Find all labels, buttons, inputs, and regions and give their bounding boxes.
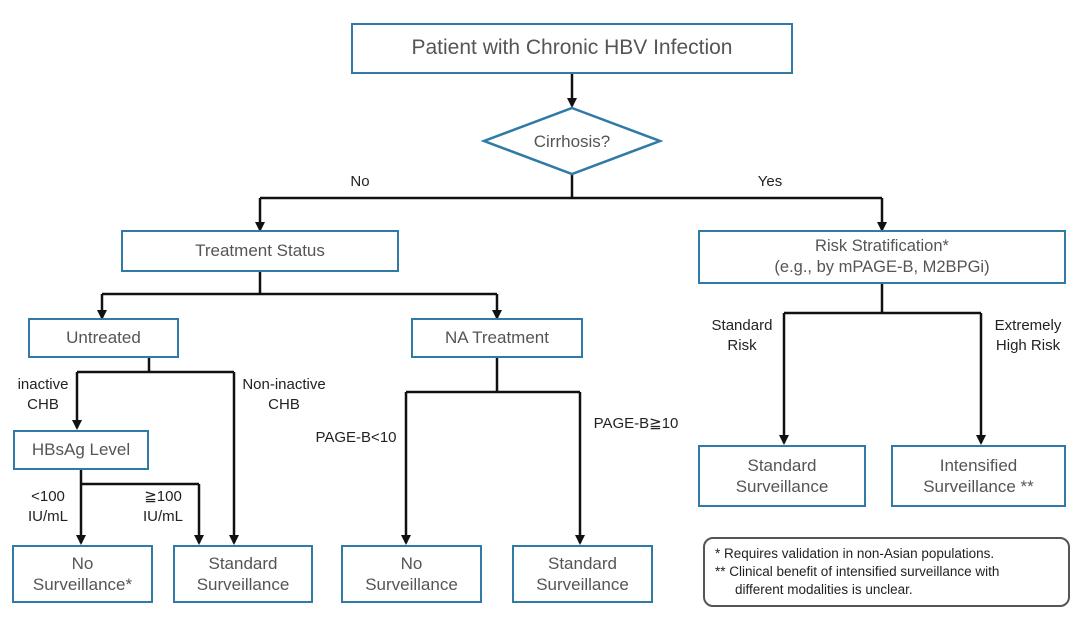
treatment-status-box: Treatment Status [121,230,399,272]
untreated-box: Untreated [28,318,179,358]
standard-risk-label: Standard Risk [711,317,773,354]
top-box: Patient with Chronic HBV Infection [351,23,793,74]
ge100-label: ≧100 IU/mL [142,488,183,525]
branch-yes-label: Yes [757,173,783,190]
outcome-standard-surveillance-2: Standard Surveillance [512,545,653,603]
cirrhosis-diamond [480,106,664,176]
footnote-line-3: different modalities is unclear. [735,582,913,598]
pageb-ge10-label: PAGE-B≧10 [593,415,679,432]
risk-stratification-box: Risk Stratification* (e.g., by mPAGE-B, … [698,230,1066,284]
inactive-chb-label: inactive CHB [17,376,69,413]
outcome-standard-surveillance-3: Standard Surveillance [698,445,866,507]
pageb-lt10-label: PAGE-B<10 [315,429,397,446]
footnote-line-2: ** Clinical benefit of intensified surve… [715,564,1000,580]
footnote-line-1: * Requires validation in non-Asian popul… [715,546,995,561]
footnote-box: * Requires validation in non-Asian popul… [703,537,1070,607]
top-text: Patient with Chronic HBV Infection [411,36,733,60]
non-inactive-chb-label: Non-inactive CHB [242,376,326,413]
decision-text: Cirrhosis? [533,132,611,151]
branch-no-label: No [350,173,370,190]
na-treatment-box: NA Treatment [411,318,583,358]
outcome-no-surveillance-star: No Surveillance* [12,545,153,603]
outcome-standard-surveillance-1: Standard Surveillance [173,545,313,603]
hbsag-level-box: HBsAg Level [13,430,149,470]
outcome-intensified-surveillance: Intensified Surveillance ** [891,445,1066,507]
lt100-label: <100 IU/mL [27,488,68,525]
decision-label: Cirrhosis? [484,131,660,153]
extremely-high-risk-label: Extremely High Risk [994,317,1062,354]
outcome-no-surveillance: No Surveillance [341,545,482,603]
